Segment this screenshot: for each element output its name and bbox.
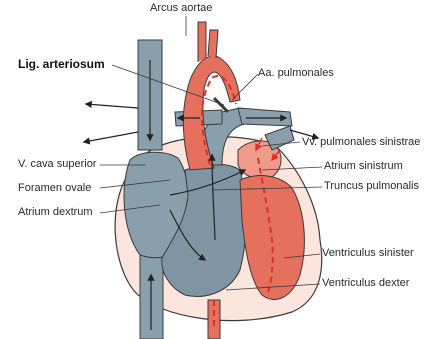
label-ventriculus-dexter: Ventriculus dexter bbox=[322, 277, 409, 290]
label-v-cava-superior: V. cava superior bbox=[18, 158, 96, 171]
arrow-out-top-left bbox=[86, 104, 138, 108]
aa-pulmonales-left bbox=[238, 108, 292, 126]
label-ventriculus-sinister: Ventriculus sinister bbox=[322, 247, 414, 260]
label-arcus-aortae: Arcus aortae bbox=[150, 2, 212, 15]
label-atrium-dextrum: Atrium dextrum bbox=[18, 206, 93, 219]
label-foramen-ovale: Foramen ovale bbox=[18, 182, 91, 195]
arrow-out-mid-left bbox=[84, 132, 138, 142]
label-lig-arteriosum: Lig. arteriosum bbox=[18, 58, 105, 71]
label-atrium-sinistrum: Atrium sinistrum bbox=[324, 160, 403, 173]
label-vv-pulmonales-sinistrae: Vv. pulmonales sinistrae bbox=[302, 136, 420, 149]
label-aa-pulmonales: Aa. pulmonales bbox=[258, 67, 334, 80]
label-truncus-pulmonalis: Truncus pulmonalis bbox=[324, 180, 419, 193]
aortic-branches bbox=[198, 22, 218, 62]
